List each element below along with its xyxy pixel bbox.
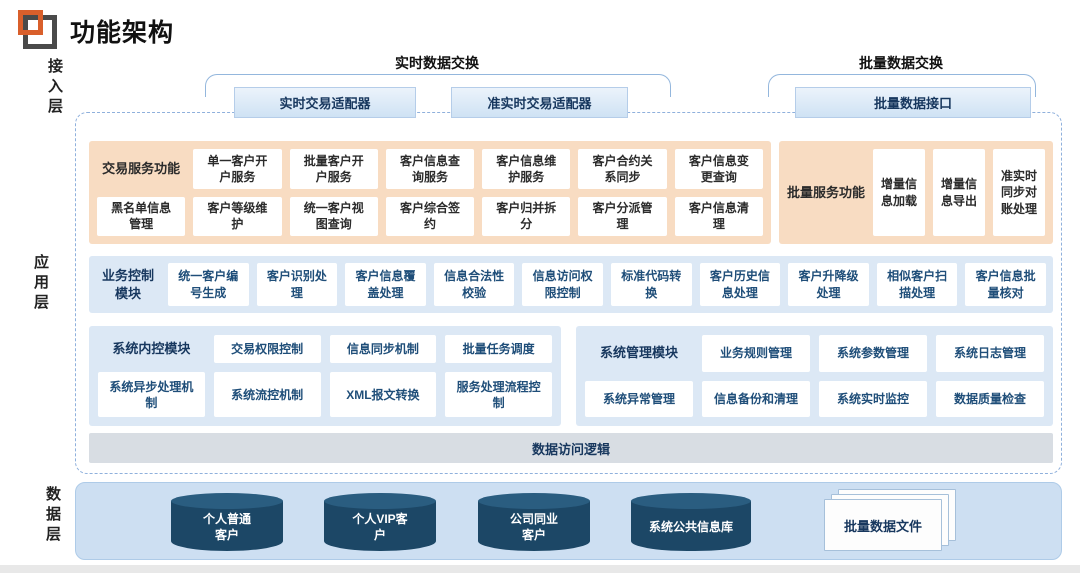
- app-logo: [16, 8, 62, 54]
- module-box: 系统异步处理机制: [98, 372, 205, 417]
- data-access-bar: 数据访问逻辑: [89, 433, 1053, 463]
- module-box: 统一客户编号生成: [168, 263, 249, 306]
- database-label: 系统公共信息库: [648, 520, 733, 535]
- module-box: 单一客户开户服务: [193, 149, 282, 189]
- layer-label-data: 数据层: [44, 486, 61, 546]
- page-title: 功能架构: [70, 19, 175, 47]
- database-cylinder: 个人普通客户: [171, 493, 283, 551]
- cylinder-top: [478, 493, 590, 509]
- module-box: 客户综合签约: [385, 196, 475, 236]
- section-internal-control: 系统内控模块 交易权限控制 信息同步机制 批量任务调度 系统异步处理机制 系统流…: [89, 326, 561, 426]
- section-label: 批量服务功能: [787, 184, 866, 200]
- module-box: 客户合约关系同步: [578, 149, 667, 189]
- group-title-realtime: 实时数据交换: [395, 55, 479, 71]
- module-box: 客户信息批量核对: [965, 263, 1046, 306]
- module-box: 系统日志管理: [936, 335, 1044, 372]
- module-box: 统一客户视图查询: [289, 196, 378, 236]
- module-box: 交易权限控制: [213, 335, 321, 364]
- module-box: 业务规则管理: [702, 335, 810, 372]
- module-box: 相似客户扫描处理: [876, 263, 958, 306]
- cylinder-top: [324, 493, 436, 509]
- module-box: 数据质量检查: [936, 380, 1044, 417]
- module-box: 客户信息查询服务: [385, 149, 475, 189]
- module-box: 客户分派管理: [578, 196, 667, 236]
- section-business-control: 业务控制模块 统一客户编号生成 客户识别处理 客户信息覆盖处理 信息合法性校验 …: [89, 256, 1053, 313]
- module-box: 客户信息覆盖处理: [345, 263, 426, 306]
- module-box: 客户升降级处理: [788, 263, 869, 306]
- logo-bracket-icon: [18, 10, 43, 35]
- module-box: 客户识别处理: [256, 263, 338, 306]
- cylinder-body: [171, 501, 283, 551]
- module-box: 标准代码转换: [610, 263, 692, 306]
- module-box: 客户归并拆分: [482, 196, 571, 236]
- layer-label-access: 接入层: [46, 58, 63, 118]
- section-batch-services: 批量服务功能 增量信息加载 增量信息导出 准实时同步对账处理: [779, 141, 1053, 244]
- adapter-batch-interface: 批量数据接口: [795, 87, 1031, 118]
- database-label: 个人VIP客户: [352, 512, 408, 542]
- module-box: 客户信息维护服务: [482, 149, 571, 189]
- database-cylinder: 系统公共信息库: [631, 493, 751, 551]
- module-box: 客户信息变更查询: [674, 149, 763, 189]
- cylinder-body: [631, 501, 751, 551]
- section-system-management: 系统管理模块 业务规则管理 系统参数管理 系统日志管理 系统异常管理 信息备份和…: [576, 326, 1053, 426]
- batch-file-stack: 批量数据文件: [806, 489, 956, 553]
- application-layer-container: 交易服务功能 单一客户开户服务 批量客户开户服务 客户信息查询服务 客户信息维护…: [75, 112, 1062, 474]
- database-cylinder: 公司同业客户: [478, 493, 590, 551]
- data-layer-container: 个人普通客户 个人VIP客户 公司同业客户 系统公共信息库 批量数据文件: [75, 482, 1062, 560]
- cylinder-top: [631, 493, 751, 509]
- module-box: 客户信息清理: [674, 196, 763, 236]
- database-label: 公司同业客户: [509, 512, 558, 542]
- section-label: 业务控制模块: [101, 267, 154, 301]
- adapter-realtime: 实时交易适配器: [234, 87, 416, 118]
- module-box: 系统流控机制: [213, 372, 321, 417]
- footer-strip: [0, 565, 1080, 573]
- module-box: 批量任务调度: [445, 335, 552, 364]
- batch-file-label: 批量数据文件: [824, 499, 942, 551]
- module-box: 黑名单信息管理: [97, 196, 186, 236]
- module-box: 客户历史信息处理: [699, 263, 781, 306]
- module-box: 信息访问权限控制: [522, 263, 603, 306]
- module-box: 客户等级维护: [193, 196, 282, 236]
- group-title-batch: 批量数据交换: [859, 55, 943, 71]
- section-label: 系统内控模块: [112, 341, 191, 357]
- cylinder-body: [324, 501, 436, 551]
- module-box: 系统实时监控: [819, 380, 927, 417]
- database-label: 个人普通客户: [202, 512, 251, 542]
- module-box: 增量信息加载: [873, 149, 925, 236]
- database-cylinder: 个人VIP客户: [324, 493, 436, 551]
- module-box: 系统参数管理: [819, 335, 927, 372]
- bracket-batch: [768, 74, 1036, 97]
- adapter-quasi-realtime: 准实时交易适配器: [451, 87, 628, 118]
- module-box: XML报文转换: [329, 372, 437, 417]
- section-label: 系统管理模块: [599, 345, 678, 361]
- section-transaction-services: 交易服务功能 单一客户开户服务 批量客户开户服务 客户信息查询服务 客户信息维护…: [89, 141, 771, 244]
- module-box: 准实时同步对账处理: [993, 149, 1045, 236]
- layer-label-application: 应用层: [32, 254, 49, 314]
- module-box: 服务处理流程控制: [445, 372, 552, 417]
- bracket-realtime: [205, 74, 671, 97]
- module-box: 系统异常管理: [585, 380, 693, 417]
- module-box: 批量客户开户服务: [289, 149, 378, 189]
- module-box: 信息同步机制: [329, 335, 437, 364]
- module-box: 信息备份和清理: [702, 380, 810, 417]
- cylinder-top: [171, 493, 283, 509]
- module-box: 增量信息导出: [933, 149, 985, 236]
- cylinder-body: [478, 501, 590, 551]
- module-box: 信息合法性校验: [433, 263, 515, 306]
- section-label: 交易服务功能: [102, 160, 181, 176]
